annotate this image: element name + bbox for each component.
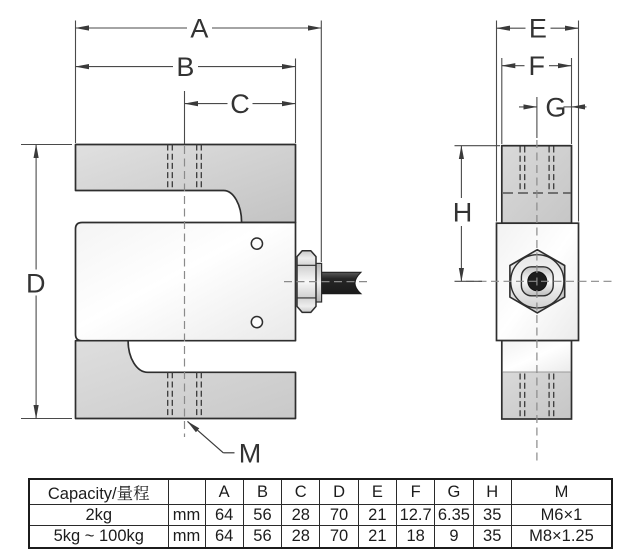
- cell-capacity: 5kg ~ 100kg: [28, 525, 169, 549]
- header-unit: [167, 478, 206, 505]
- header-g: G: [434, 478, 474, 505]
- gland-nut-side: [296, 250, 317, 314]
- dim-label-a: A: [190, 14, 208, 44]
- cell-capacity: 2kg: [28, 503, 169, 527]
- header-h: H: [472, 478, 512, 505]
- header-m: M: [510, 478, 613, 505]
- leader-label-m: M: [239, 438, 262, 468]
- front-hole-top: [250, 237, 264, 250]
- cell-b: 56: [242, 503, 283, 527]
- dim-d: [21, 143, 72, 420]
- cell-a: 64: [204, 525, 244, 549]
- dimension-table: Capacity/量程 A B C D E F G H M 2kg mm 64 …: [28, 478, 613, 549]
- header-b: B: [242, 478, 283, 505]
- dim-label-b: B: [176, 52, 194, 82]
- dim-f: [501, 58, 573, 144]
- front-middle-block: [74, 221, 297, 342]
- header-e: E: [357, 478, 397, 505]
- header-d: D: [319, 478, 359, 505]
- header-a: A: [204, 478, 244, 505]
- dim-a: [74, 20, 322, 262]
- dim-label-d: D: [26, 268, 46, 298]
- cell-d: 70: [319, 525, 359, 549]
- cell-f: 12.7: [395, 503, 436, 527]
- cell-e: 21: [357, 503, 397, 527]
- cell-m: M8×1.25: [510, 525, 613, 549]
- header-c: C: [281, 478, 321, 505]
- gland-cable: [320, 271, 363, 295]
- cell-e: 21: [357, 525, 397, 549]
- dim-h: [454, 145, 500, 282]
- dimension-drawing: A B C D M: [21, 14, 612, 468]
- dim-g: [519, 97, 587, 138]
- dim-e: [495, 20, 580, 222]
- cell-b: 56: [242, 525, 283, 549]
- dim-c: [183, 91, 296, 144]
- dim-label-g: G: [545, 92, 566, 122]
- gland-nut-facets: [297, 264, 316, 299]
- front-bottom-flange: [74, 339, 297, 420]
- cell-g: 6.35: [434, 503, 474, 527]
- cell-unit: mm: [167, 525, 206, 549]
- cell-f: 18: [395, 525, 436, 549]
- front-thread-hidden-top: [167, 144, 202, 191]
- front-hole-bottom: [250, 315, 264, 329]
- leader-m: [187, 420, 235, 454]
- header-f: F: [395, 478, 436, 505]
- dim-label-c: C: [230, 89, 250, 119]
- cell-d: 70: [319, 503, 359, 527]
- cell-h: 35: [472, 503, 512, 527]
- cell-g: 9: [434, 525, 474, 549]
- dim-label-f: F: [528, 51, 545, 81]
- cell-m: M6×1: [510, 503, 613, 527]
- side-thread-hidden-bottom: [519, 373, 555, 417]
- cell-c: 28: [281, 525, 321, 549]
- dim-label-h: H: [453, 198, 473, 228]
- front-view: A B C D M: [21, 14, 369, 468]
- cell-unit: mm: [167, 503, 206, 527]
- side-thread-hidden-top: [519, 146, 555, 190]
- table-row-2kg: 2kg mm 64 56 28 70 21 12.7 6.35 35 M6×1: [28, 503, 613, 527]
- front-thread-hidden-bottom: [167, 372, 202, 419]
- table-row-5-100kg: 5kg ~ 100kg mm 64 56 28 70 21 18 9 35 M8…: [28, 525, 613, 549]
- cell-a: 64: [204, 503, 244, 527]
- cell-h: 35: [472, 525, 512, 549]
- side-view: E F G H: [453, 14, 612, 463]
- table-header-row: Capacity/量程 A B C D E F G H M: [28, 478, 613, 505]
- dim-label-e: E: [529, 14, 547, 44]
- front-top-flange: [74, 143, 297, 224]
- dim-b: [75, 58, 297, 143]
- cell-c: 28: [281, 503, 321, 527]
- header-capacity: Capacity/量程: [28, 478, 169, 505]
